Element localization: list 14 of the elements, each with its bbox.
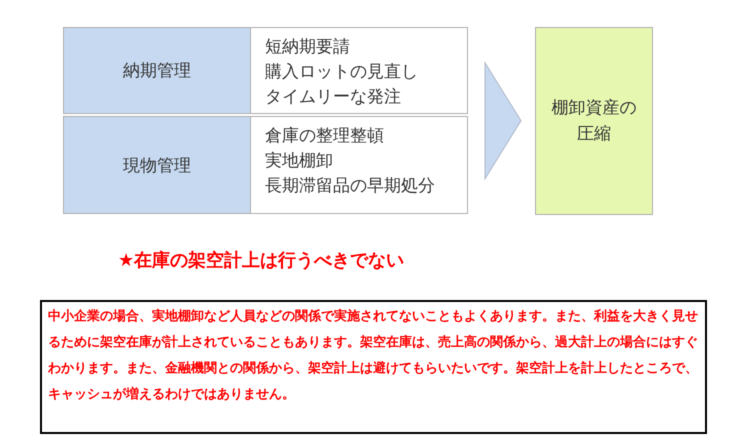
list-item: 短納期要請 [265, 36, 351, 58]
note-box: 中小企業の場合、実地棚卸など人員などの関係で実施されてないこともよくあります。また、利益を大きく見せるために架空在庫が計上されていることもあります。架空在庫は、売上高の関係から、過大計上の場合にはすぐわかります。また、金融機関との関係から、架空計上は避けてもらいたいです。架空計上を計上したところで、キャッシュが増えるわけではありません。 [40, 300, 707, 434]
list-item: タイムリーな発注 [265, 86, 402, 108]
list-item: 実地棚卸 [265, 150, 334, 172]
list-item: 長期滞留品の早期処分 [265, 175, 436, 197]
list-box [250, 27, 468, 114]
chevron-arrow [484, 61, 522, 180]
category-box: 現物管理 [63, 116, 251, 214]
list-item: 購入ロットの見直し [265, 61, 419, 83]
warning-heading: ★在庫の架空計上は行うべきでない [118, 249, 404, 272]
result-box: 棚卸資産の圧縮 [535, 27, 653, 215]
category-box: 納期管理 [63, 27, 251, 114]
list-box [250, 116, 468, 214]
list-item: 倉庫の整理整頓 [265, 125, 385, 147]
